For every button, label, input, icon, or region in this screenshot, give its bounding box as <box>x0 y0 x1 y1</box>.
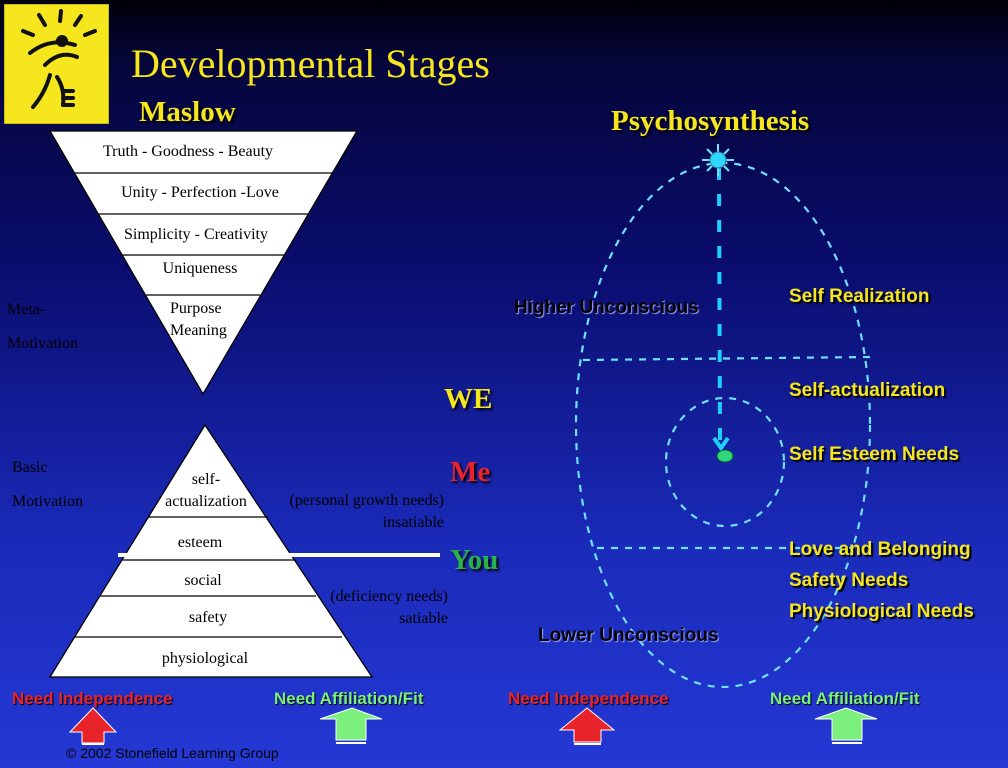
arrow-affiliation-right <box>814 707 878 744</box>
growth-needs-note: (personal growth needs) insatiable <box>289 492 444 531</box>
basic-triangle <box>48 423 374 678</box>
meta-motivation-label: Meta- Motivation <box>7 301 79 352</box>
basic-level-1: self- actualization <box>165 471 247 510</box>
basic-level-3: social <box>184 572 222 589</box>
need-self-realization: Self Realization <box>789 286 930 307</box>
meta-level-1: Truth - Goodness - Beauty <box>102 143 274 160</box>
need-love-belonging: Love and Belonging <box>789 539 971 560</box>
need-physiological: Physiological Needs <box>789 601 974 622</box>
copyright-text: © 2002 Stonefield Learning Group <box>66 745 279 761</box>
we-label: WE <box>444 383 493 415</box>
need-safety: Safety Needs <box>789 570 909 591</box>
meta-level-3: Simplicity - Creativity <box>124 226 268 243</box>
arrow-head-icon <box>712 436 730 452</box>
need-independence-left: Need Independence <box>12 689 173 708</box>
need-affiliation-right: Need Affiliation/Fit <box>770 689 920 708</box>
me-label: Me <box>450 456 491 488</box>
need-independence-right: Need Independence <box>508 689 669 708</box>
arrow-affiliation-left <box>319 707 383 744</box>
arrow-independence-left <box>68 707 118 745</box>
basic-motivation-label: Basic Motivation <box>12 459 84 510</box>
deficiency-needs-note: (deficiency needs) satiable <box>330 588 448 627</box>
need-affiliation-left: Need Affiliation/Fit <box>274 689 424 708</box>
self-axis-line <box>717 167 722 441</box>
self-point-icon <box>716 449 734 463</box>
basic-level-5: physiological <box>161 650 249 667</box>
need-self-esteem: Self Esteem Needs <box>789 444 960 465</box>
basic-level-4: safety <box>188 609 228 626</box>
higher-unconscious-label: Higher Unconscious <box>514 297 699 318</box>
meta-level-2: Unity - Perfection -Love <box>121 184 279 201</box>
logo-figure-icon <box>21 9 97 109</box>
page-title: Developmental Stages <box>131 41 490 86</box>
arrow-independence-right <box>558 707 616 745</box>
logo <box>4 4 109 124</box>
meta-triangle <box>48 130 359 396</box>
maslow-heading: Maslow <box>139 96 236 128</box>
meta-level-4: Uniqueness <box>162 260 238 277</box>
psychosynthesis-heading: Psychosynthesis <box>611 105 810 137</box>
you-label: You <box>450 544 499 576</box>
lower-unconscious-label: Lower Unconscious <box>538 625 719 646</box>
basic-level-2: esteem <box>177 534 223 551</box>
meta-level-5: Purpose Meaning <box>170 300 227 339</box>
need-self-actualization: Self-actualization <box>789 380 946 401</box>
